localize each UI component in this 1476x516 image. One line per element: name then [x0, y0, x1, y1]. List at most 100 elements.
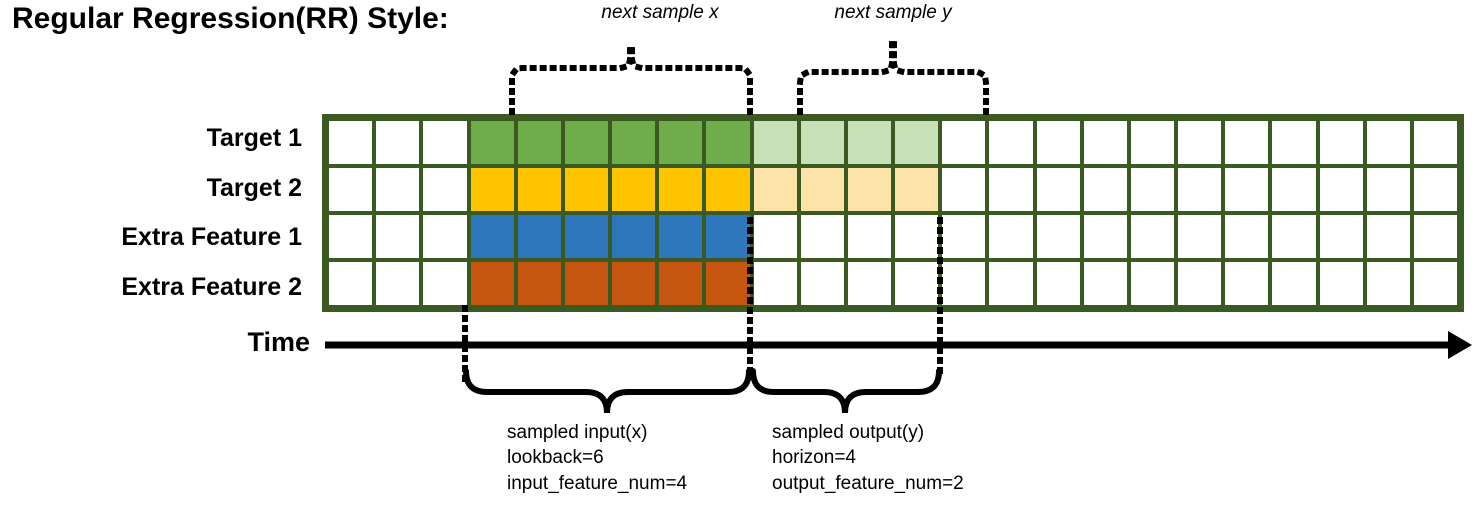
- grid-cell-extra-feature-2-col-17: [1083, 262, 1127, 305]
- sampled-output-brace: [750, 368, 942, 414]
- grid-cell-extra-feature-1-col-21: [1272, 215, 1316, 258]
- grid-cell-extra-feature-2-col-19: [1178, 262, 1222, 305]
- grid-cell-target-2-col-19: [1178, 168, 1222, 211]
- grid-cell-target-1-col-17: [1083, 121, 1127, 164]
- next-sample-y-label: next sample y: [834, 2, 952, 23]
- grid-cell-extra-feature-2-col-23: [1366, 262, 1410, 305]
- next-sample-y-brace: [797, 41, 989, 115]
- grid-cell-extra-feature-1-col-13: [895, 215, 939, 258]
- sampled-output-annotation: sampled output(y) horizon=4 output_featu…: [772, 420, 964, 496]
- grid-cell-extra-feature-1-col-14: [942, 215, 986, 258]
- grid-cell-extra-feature-1-col-19: [1178, 215, 1222, 258]
- grid-cell-target-1-col-18: [1130, 121, 1175, 164]
- grid-cell-target-1-col-23: [1366, 121, 1410, 164]
- grid-cell-target-1-col-24: [1413, 121, 1458, 164]
- grid-cell-target-2-col-10: [753, 168, 797, 211]
- grid-cell-extra-feature-1-col-22: [1319, 215, 1363, 258]
- grid-cell-extra-feature-1-col-12: [847, 215, 892, 258]
- row-label-target-1: Target 1: [206, 124, 302, 153]
- sampled-output-line-2: horizon=4: [772, 447, 856, 469]
- grid-cell-extra-feature-1-col-20: [1225, 215, 1269, 258]
- grid-cell-target-1-col-22: [1319, 121, 1363, 164]
- sampled-input-annotation: sampled input(x) lookback=6 input_featur…: [507, 420, 687, 496]
- grid-cell-target-2-col-2: [376, 168, 420, 211]
- grid-cell-extra-feature-1-col-10: [753, 215, 797, 258]
- grid-cell-extra-feature-1-col-5: [517, 215, 561, 258]
- grid-cell-target-2-col-20: [1225, 168, 1269, 211]
- grid-row-target-2: [327, 166, 1459, 213]
- grid-cell-target-1-col-10: [753, 121, 797, 164]
- grid-cell-target-1-col-1: [329, 121, 373, 164]
- sampled-input-line-3: input_feature_num=4: [507, 472, 688, 494]
- grid-row-target-1: [327, 119, 1459, 166]
- grid-cell-extra-feature-2-col-9: [706, 262, 750, 305]
- grid-cell-extra-feature-2-col-11: [800, 262, 844, 305]
- page-title: Regular Regression(RR) Style:: [12, 2, 449, 35]
- grid-cell-target-2-col-7: [612, 168, 656, 211]
- next-sample-x-brace: [509, 41, 753, 115]
- grid-cell-extra-feature-1-col-16: [1036, 215, 1080, 258]
- row-label-target-2: Target 2: [206, 173, 302, 202]
- grid-cell-extra-feature-1-col-4: [470, 215, 514, 258]
- grid-cell-extra-feature-1-col-17: [1083, 215, 1127, 258]
- grid-cell-extra-feature-2-col-18: [1130, 262, 1175, 305]
- grid-cell-extra-feature-1-col-8: [659, 215, 703, 258]
- grid-cell-target-1-col-7: [612, 121, 656, 164]
- grid-cell-extra-feature-1-col-18: [1130, 215, 1175, 258]
- grid-cell-extra-feature-2-col-10: [753, 262, 797, 305]
- grid-cell-extra-feature-2-col-15: [989, 262, 1033, 305]
- grid-cell-extra-feature-2-col-14: [942, 262, 986, 305]
- row-label-extra-feature-2: Extra Feature 2: [121, 272, 302, 301]
- sampled-input-line-1: sampled input(x): [507, 422, 648, 443]
- row-label-column: Target 1 Target 2 Extra Feature 1 Extra …: [0, 114, 312, 312]
- grid-cell-extra-feature-1-col-2: [376, 215, 420, 258]
- grid-cell-target-2-col-21: [1272, 168, 1316, 211]
- dotted-guide-lines: [462, 217, 943, 383]
- grid-cell-extra-feature-1-col-1: [329, 215, 373, 258]
- grid-cell-target-1-col-5: [517, 121, 561, 164]
- grid-cell-target-2-col-24: [1413, 168, 1458, 211]
- grid-cell-target-1-col-3: [423, 121, 467, 164]
- grid-cell-extra-feature-2-col-20: [1225, 262, 1269, 305]
- grid-cell-target-2-col-6: [564, 168, 609, 211]
- grid-cell-target-1-col-15: [989, 121, 1033, 164]
- grid-cell-target-2-col-9: [706, 168, 750, 211]
- grid-cell-extra-feature-2-col-13: [895, 262, 939, 305]
- grid-cell-target-1-col-2: [376, 121, 420, 164]
- grid-cell-target-2-col-3: [423, 168, 467, 211]
- grid-cell-extra-feature-2-col-12: [847, 262, 892, 305]
- grid-row-extra-feature-1: [327, 213, 1459, 260]
- grid-cell-target-2-col-15: [989, 168, 1033, 211]
- grid-cell-target-1-col-14: [942, 121, 986, 164]
- sampled-output-line-1: sampled output(y): [772, 422, 925, 443]
- grid-row-extra-feature-2: [327, 260, 1459, 307]
- grid-cell-extra-feature-2-col-2: [376, 262, 420, 305]
- grid-cell-extra-feature-2-col-6: [564, 262, 609, 305]
- grid-cell-target-2-col-23: [1366, 168, 1410, 211]
- grid-cell-target-2-col-18: [1130, 168, 1175, 211]
- time-axis-label: Time: [247, 327, 310, 357]
- grid-cell-target-1-col-9: [706, 121, 750, 164]
- grid-cell-extra-feature-1-col-9: [706, 215, 750, 258]
- grid-cell-target-1-col-6: [564, 121, 609, 164]
- grid-cell-extra-feature-2-col-24: [1413, 262, 1458, 305]
- grid-cell-target-1-col-20: [1225, 121, 1269, 164]
- grid-cell-target-2-col-12: [847, 168, 892, 211]
- grid-cell-extra-feature-1-col-23: [1366, 215, 1410, 258]
- grid-cell-extra-feature-2-col-8: [659, 262, 703, 305]
- grid-cell-target-2-col-5: [517, 168, 561, 211]
- grid-cell-target-2-col-16: [1036, 168, 1080, 211]
- grid-cell-target-1-col-19: [1178, 121, 1222, 164]
- grid-cell-target-1-col-21: [1272, 121, 1316, 164]
- grid-cell-extra-feature-1-col-7: [612, 215, 656, 258]
- timeseries-grid: [322, 114, 1464, 312]
- grid-cell-extra-feature-1-col-24: [1413, 215, 1458, 258]
- grid-cell-target-1-col-13: [895, 121, 939, 164]
- grid-cell-extra-feature-1-col-3: [423, 215, 467, 258]
- grid-cell-extra-feature-2-col-7: [612, 262, 656, 305]
- grid-cell-target-1-col-11: [800, 121, 844, 164]
- grid-cell-target-2-col-14: [942, 168, 986, 211]
- grid-cell-target-2-col-22: [1319, 168, 1363, 211]
- grid-cell-target-2-col-11: [800, 168, 844, 211]
